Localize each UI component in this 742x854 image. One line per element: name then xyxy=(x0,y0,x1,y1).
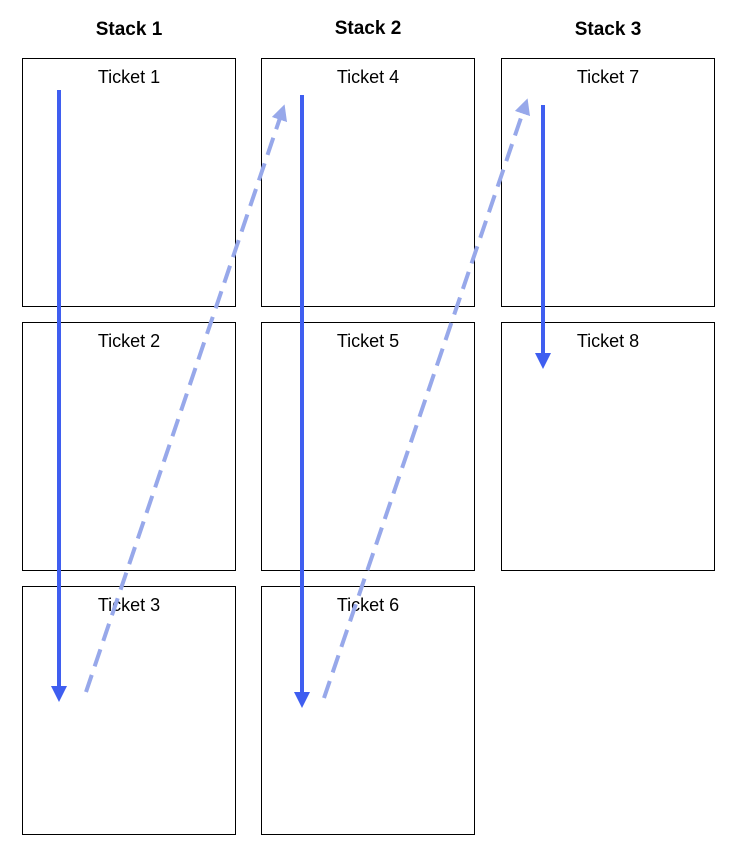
ticket-label: Ticket 1 xyxy=(97,67,161,87)
ticket-label: Ticket 6 xyxy=(336,595,400,615)
ticket-1: Ticket 1 xyxy=(22,58,236,307)
stack-2-title: Stack 2 xyxy=(334,18,402,39)
ticket-8: Ticket 8 xyxy=(501,322,715,571)
stack-3-title: Stack 3 xyxy=(574,19,642,40)
ticket-3: Ticket 3 xyxy=(22,586,236,835)
ticket-label: Ticket 4 xyxy=(336,67,400,87)
stack-1-title: Stack 1 xyxy=(95,19,163,40)
ticket-4: Ticket 4 xyxy=(261,58,475,307)
ticket-7: Ticket 7 xyxy=(501,58,715,307)
ticket-label: Ticket 3 xyxy=(97,595,161,615)
ticket-6: Ticket 6 xyxy=(261,586,475,835)
ticket-label: Ticket 2 xyxy=(97,331,161,351)
ticket-label: Ticket 5 xyxy=(336,331,400,351)
ticket-2: Ticket 2 xyxy=(22,322,236,571)
ticket-label: Ticket 8 xyxy=(576,331,640,351)
ticket-5: Ticket 5 xyxy=(261,322,475,571)
ticket-label: Ticket 7 xyxy=(576,67,640,87)
